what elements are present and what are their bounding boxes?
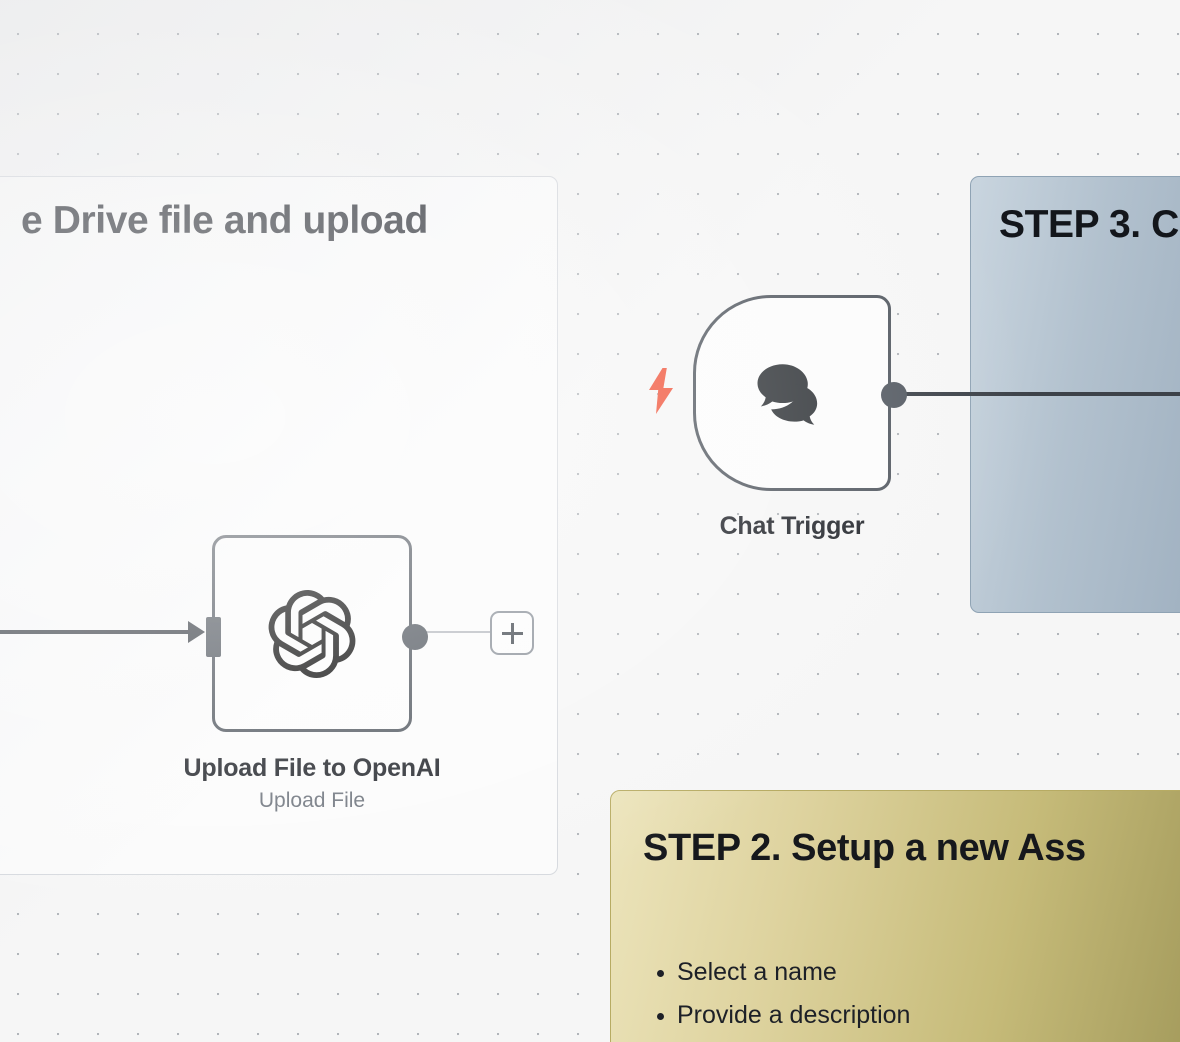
node-caption-upload-file-to-openai: Upload File to OpenAI Upload File [112, 754, 512, 813]
connection-arrowhead-icon [188, 621, 205, 643]
openai-logo-icon [268, 589, 356, 678]
list-item: Provide a description [656, 994, 910, 1037]
connection-into-openai-node[interactable] [0, 630, 192, 634]
sticky-note-step3-title: STEP 3. C [999, 203, 1179, 246]
node-output-port[interactable] [402, 624, 428, 650]
lightning-bolt-icon [648, 368, 674, 414]
add-node-button[interactable] [490, 611, 534, 655]
sticky-note-step1-title: e Drive file and upload [21, 199, 428, 242]
chat-bubbles-icon [746, 347, 838, 439]
node-caption-chat-trigger: Chat Trigger [592, 512, 992, 541]
node-title: Chat Trigger [719, 512, 865, 540]
sticky-note-step2-bullet-list: Select a name Provide a description [655, 951, 910, 1037]
connection-chat-trigger-output[interactable] [888, 392, 1180, 396]
sticky-note-step2-title: STEP 2. Setup a new Ass [643, 827, 1086, 869]
node-input-port[interactable] [206, 617, 221, 657]
list-item: Select a name [656, 951, 910, 994]
node-chat-trigger[interactable] [693, 295, 907, 491]
node-upload-file-to-openai[interactable] [206, 535, 428, 732]
sticky-note-step2[interactable]: STEP 2. Setup a new Ass Select a name Pr… [610, 790, 1180, 1042]
node-output-port[interactable] [881, 382, 907, 408]
node-subtitle: Upload File [258, 789, 366, 812]
node-title: Upload File to OpenAI [183, 754, 441, 782]
